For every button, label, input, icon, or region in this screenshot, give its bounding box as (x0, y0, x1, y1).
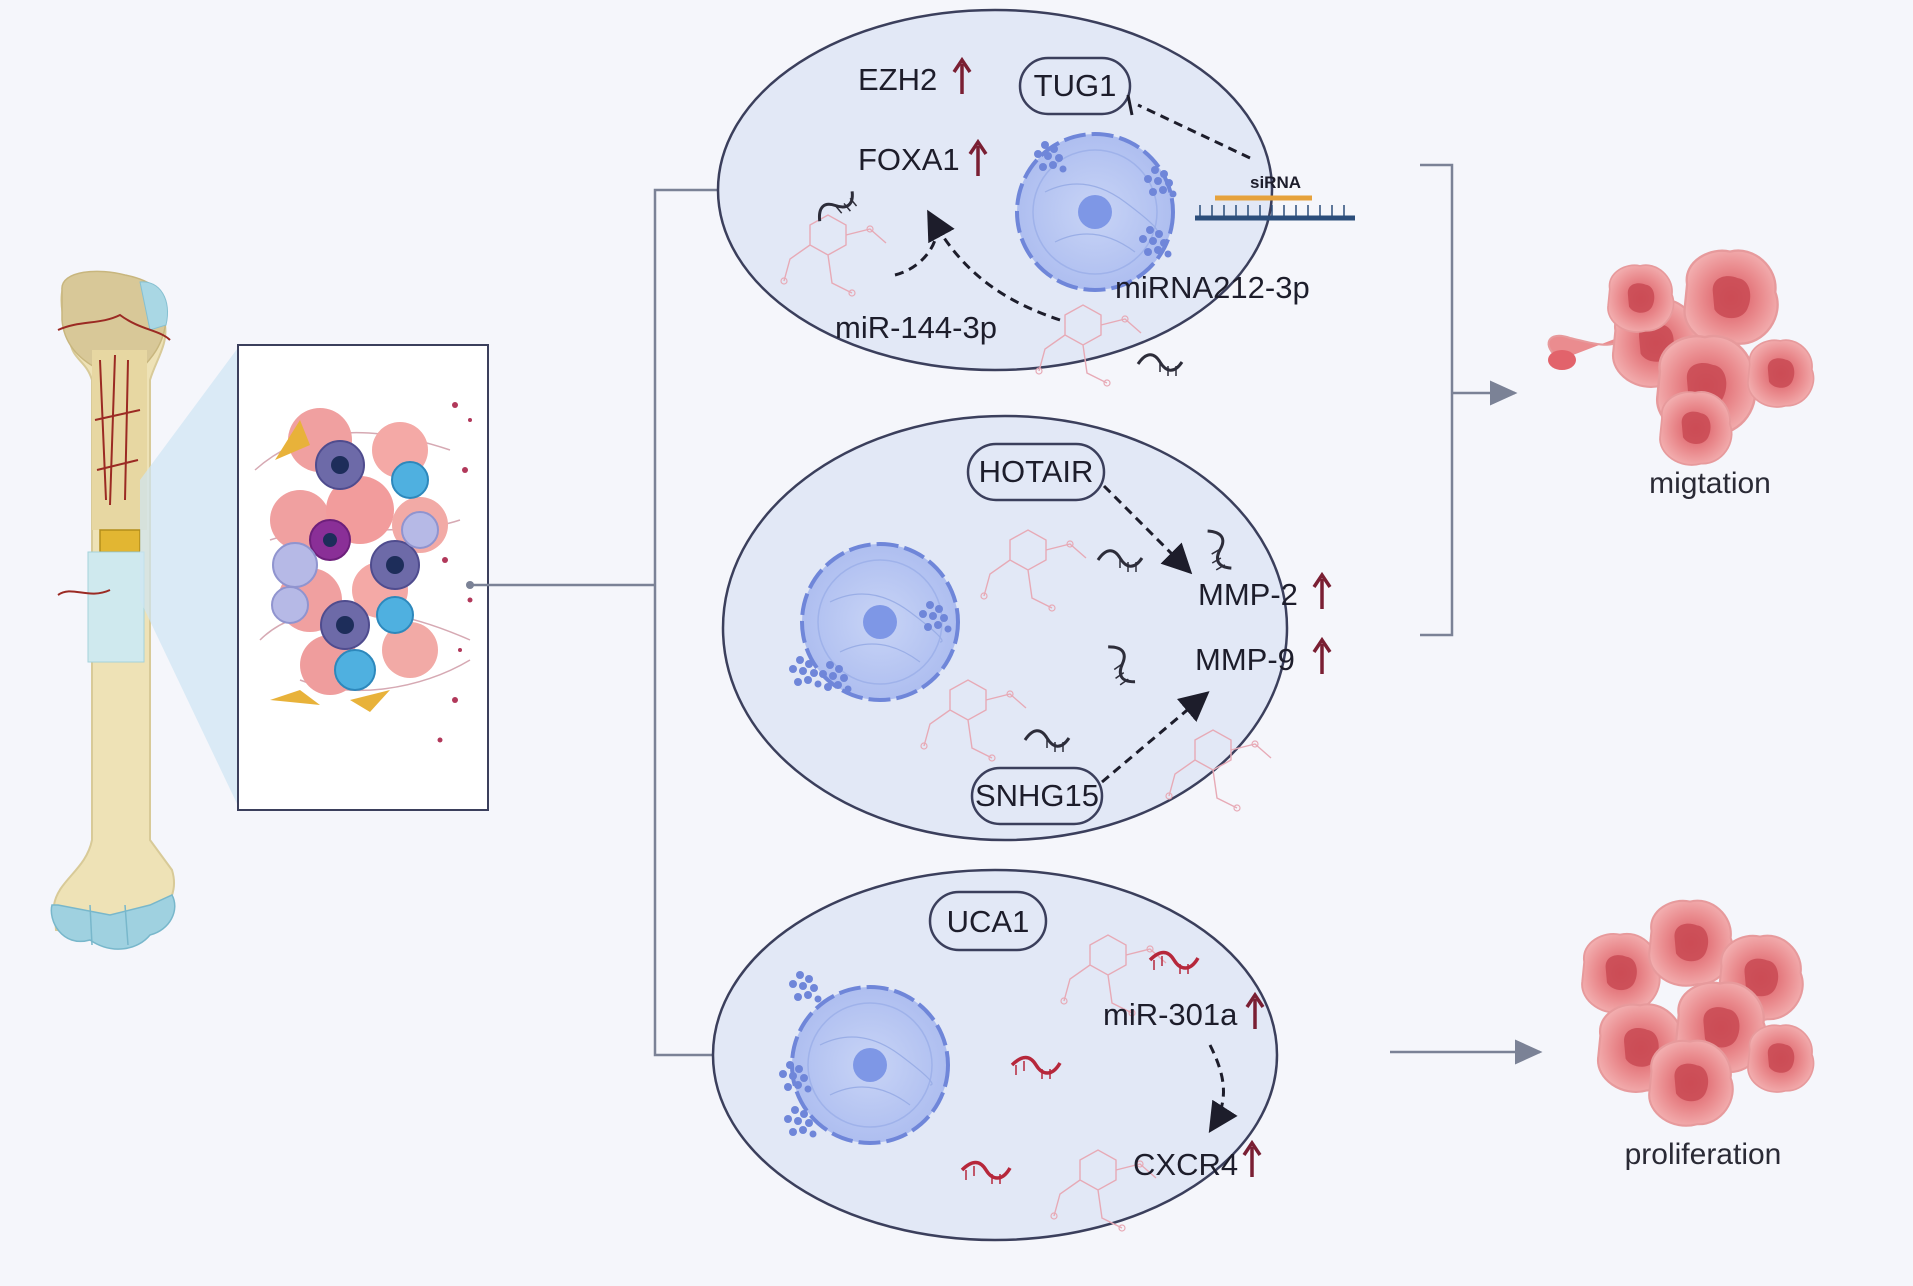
sirna-icon: siRNA (1195, 173, 1355, 221)
arrow-mir144-to-foxa1 (894, 239, 937, 277)
bone-icon (50, 270, 176, 950)
connector-trunk-left (653, 188, 718, 1057)
label-hotair: HOTAIR (979, 454, 1094, 489)
panel-bottom: UCA1 miR-301a CXCR4 (711, 868, 1279, 1242)
zoom-wedge (140, 345, 240, 810)
tumor-cluster-icon (1581, 899, 1815, 1127)
connector-right-bracket (1420, 163, 1454, 637)
up-arrow-icon (1242, 1141, 1262, 1179)
cell-nucleus-icon (790, 985, 950, 1145)
label-mirna212: miRNA212-3p (1115, 270, 1310, 305)
arrow-mir301a-to-cxcr4 (1208, 1044, 1238, 1134)
label-proliferation: proliferation (1625, 1138, 1782, 1171)
pill-tug1 (1018, 56, 1132, 116)
label-mmp2: MMP-2 (1198, 577, 1298, 612)
label-tug1: TUG1 (1034, 68, 1117, 103)
label-ezh2: EZH2 (858, 62, 937, 97)
arrow-snhg15-to-mmp9 (1101, 691, 1210, 784)
up-arrow-icon (1312, 638, 1332, 676)
pill-uca1 (928, 890, 1048, 952)
panel-top: EZH2 FOXA1 TUG1 siRNA miRNA212-3p miR- (716, 8, 1355, 387)
inhibition-line (1137, 103, 1251, 160)
label-uca1: UCA1 (947, 904, 1030, 939)
arrow-hotair-to-mmp2 (1102, 484, 1193, 575)
label-foxa1: FOXA1 (858, 142, 960, 177)
arrow-mir212-to-foxa1 (927, 209, 1061, 322)
label-snhg15: SNHG15 (975, 778, 1099, 813)
label-mir301a: miR-301a (1103, 997, 1238, 1032)
cell-nucleus-icon (1015, 132, 1175, 292)
pill-hotair (966, 442, 1106, 502)
pill-snhg15 (970, 766, 1104, 826)
up-arrow-icon (1312, 573, 1332, 611)
label-mir144: miR-144-3p (835, 310, 997, 345)
tumor-microenvironment-icon (237, 344, 489, 811)
panel-middle: HOTAIR MMP-2 MMP-9 SNHG15 (721, 414, 1332, 842)
label-cxcr4: CXCR4 (1133, 1147, 1238, 1182)
label-migration: migtation (1649, 467, 1771, 500)
tumor-cluster-icon (1547, 249, 1815, 466)
label-mmp9: MMP-9 (1195, 642, 1295, 677)
label-sirna: siRNA (1250, 173, 1301, 192)
